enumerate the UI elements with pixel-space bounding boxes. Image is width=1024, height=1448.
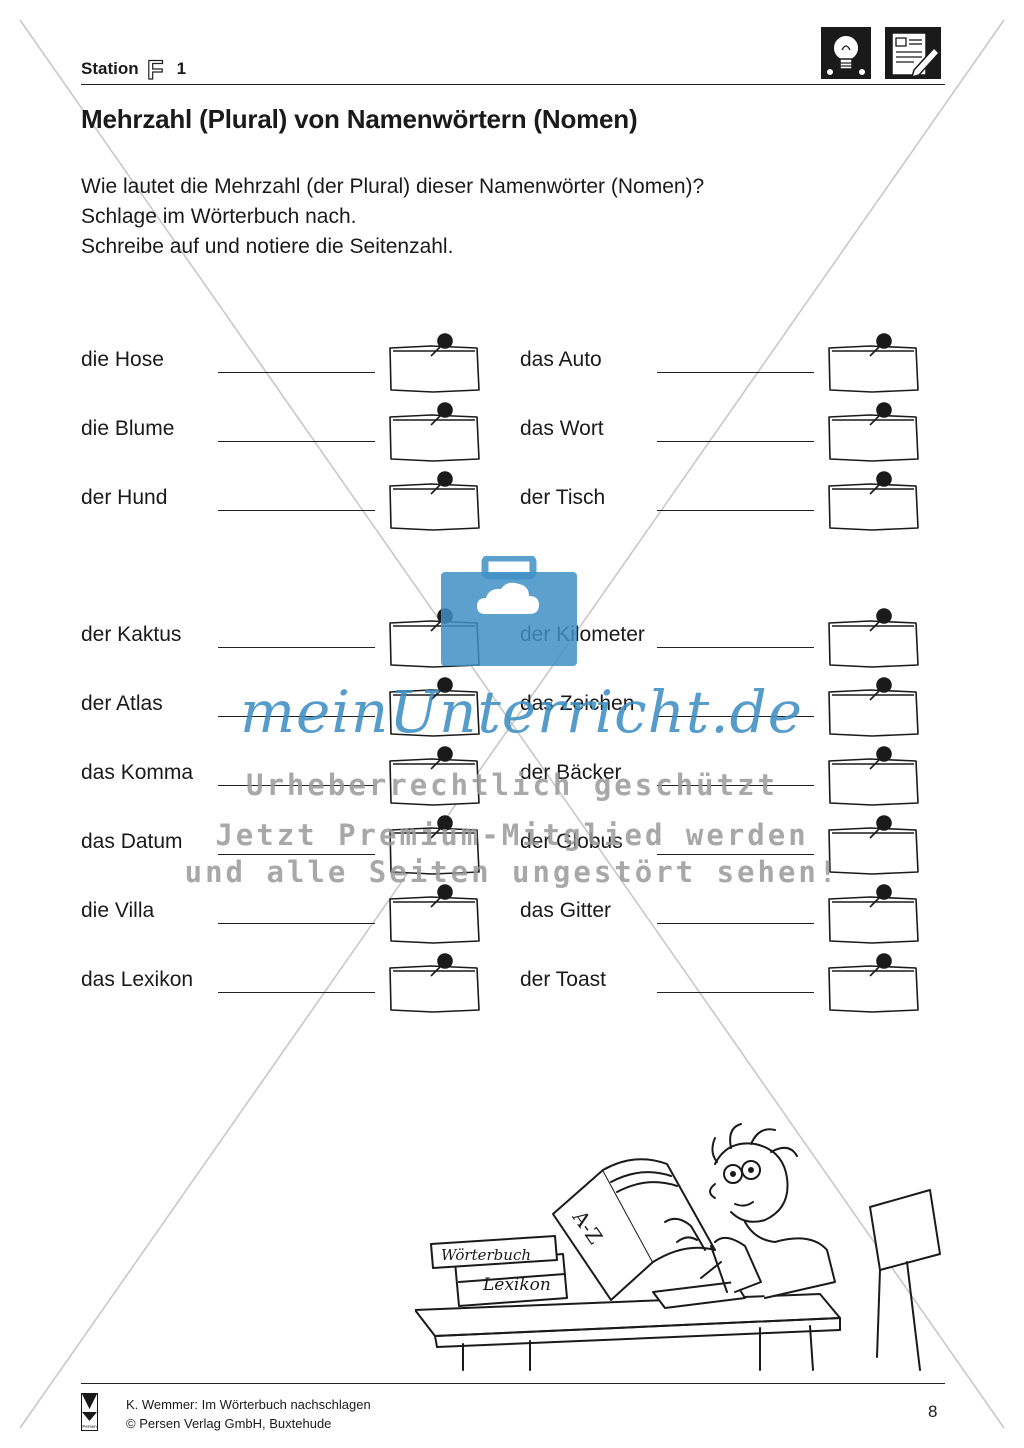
- lightbulb-icon: [821, 27, 871, 79]
- book-label-woerterbuch: Wörterbuch: [441, 1246, 531, 1264]
- noun-word: die Blume: [81, 417, 175, 440]
- station-letter: F: [147, 56, 164, 82]
- noun-word: der Hund: [81, 486, 168, 509]
- watermark-copyright: Urheberrechtlich geschützt: [246, 768, 778, 802]
- instruction-line: Schlage im Wörterbuch nach.: [81, 205, 357, 228]
- page-number-note[interactable]: [387, 332, 483, 394]
- worksheet-pencil-icon: [885, 27, 941, 79]
- noun-word: das Zeichen: [520, 692, 635, 715]
- answer-line[interactable]: [218, 441, 375, 442]
- footer-publisher: © Persen Verlag GmbH, Buxtehude: [126, 1416, 332, 1431]
- page-number-note[interactable]: [387, 676, 483, 738]
- page-number-note[interactable]: [826, 401, 922, 463]
- noun-word: das Wort: [520, 417, 604, 440]
- page-number-note[interactable]: [826, 332, 922, 394]
- answer-line[interactable]: [657, 923, 814, 924]
- watermark-brand: meinUnterricht.de: [240, 678, 804, 746]
- logo-text: Persen: [82, 1424, 97, 1429]
- instructions: Wie lautet die Mehrzahl (der Plural) die…: [81, 172, 704, 262]
- answer-line[interactable]: [218, 510, 375, 511]
- page-number-note[interactable]: [826, 607, 922, 669]
- footer-credits: K. Wemmer: Im Wörterbuch nachschlagen © …: [126, 1395, 371, 1433]
- noun-word: der Tisch: [520, 486, 606, 509]
- answer-line[interactable]: [218, 716, 375, 717]
- answer-line[interactable]: [657, 716, 814, 717]
- station-letter-badge: F: [146, 56, 164, 82]
- answer-line[interactable]: [657, 372, 814, 373]
- noun-word: die Hose: [81, 348, 164, 371]
- noun-word: das Datum: [81, 830, 183, 853]
- persen-logo: Persen: [81, 1393, 98, 1431]
- answer-line[interactable]: [218, 854, 375, 855]
- page-number-note[interactable]: [387, 883, 483, 945]
- answer-line[interactable]: [218, 992, 375, 993]
- word-entry: der Hund: [81, 471, 491, 544]
- page-number-note[interactable]: [826, 745, 922, 807]
- word-entry: der Toast: [520, 953, 930, 1026]
- answer-line[interactable]: [657, 647, 814, 648]
- child-dictionary-illustration: Wörterbuch Lexikon A-Z: [415, 1123, 941, 1371]
- page-number-note[interactable]: [826, 952, 922, 1014]
- word-entry: der Kaktus: [81, 608, 491, 681]
- answer-line[interactable]: [657, 510, 814, 511]
- watermark-premium-2: und alle Seiten ungestört sehen!: [184, 855, 840, 889]
- station-number: 1: [176, 59, 187, 78]
- page-number-note[interactable]: [387, 952, 483, 1014]
- word-entry: das Gitter: [520, 884, 930, 957]
- word-entry: das Auto: [520, 333, 930, 406]
- answer-line[interactable]: [657, 441, 814, 442]
- page-number-note[interactable]: [387, 814, 483, 876]
- word-entry: das Komma: [81, 746, 491, 819]
- noun-word: der Bäcker: [520, 761, 622, 784]
- page-number-note[interactable]: [387, 401, 483, 463]
- noun-word: das Auto: [520, 348, 602, 371]
- answer-line[interactable]: [218, 647, 375, 648]
- page-number-note[interactable]: [387, 745, 483, 807]
- word-entry: die Villa: [81, 884, 491, 957]
- answer-line[interactable]: [657, 785, 814, 786]
- briefcase-cloud-icon: [441, 556, 577, 666]
- page-number: 8: [928, 1402, 938, 1421]
- footer-author: K. Wemmer: Im Wörterbuch nachschlagen: [126, 1397, 371, 1412]
- answer-line[interactable]: [218, 372, 375, 373]
- word-entry: die Hose: [81, 333, 491, 406]
- page-number-note[interactable]: [826, 814, 922, 876]
- header-icons: [820, 26, 942, 80]
- noun-word: der Globus: [520, 830, 623, 853]
- noun-word: das Komma: [81, 761, 194, 784]
- footer-rule: [81, 1383, 945, 1384]
- word-entry: die Blume: [81, 402, 491, 475]
- answer-line[interactable]: [657, 992, 814, 993]
- noun-word: das Gitter: [520, 899, 612, 922]
- noun-word: der Atlas: [81, 692, 163, 715]
- page-number-note[interactable]: [826, 883, 922, 945]
- page-number-note[interactable]: [826, 676, 922, 738]
- noun-word: der Toast: [520, 968, 606, 991]
- answer-line[interactable]: [218, 923, 375, 924]
- word-entry: der Atlas: [81, 677, 491, 750]
- header-rule: [81, 84, 945, 85]
- station-label: Station: [81, 59, 139, 78]
- word-entry: das Zeichen: [520, 677, 930, 750]
- answer-line[interactable]: [218, 785, 375, 786]
- word-entry: das Wort: [520, 402, 930, 475]
- page-number-note[interactable]: [387, 470, 483, 532]
- word-entry: der Bäcker: [520, 746, 930, 819]
- answer-line[interactable]: [657, 854, 814, 855]
- noun-word: der Kaktus: [81, 623, 182, 646]
- watermark-premium: Jetzt Premium-Mitglied werden: [215, 818, 809, 852]
- word-entry: das Datum: [81, 815, 491, 888]
- word-entry: der Globus: [520, 815, 930, 888]
- word-entry: der Kilometer: [520, 608, 930, 681]
- word-entry: das Lexikon: [81, 953, 491, 1026]
- book-label-lexikon: Lexikon: [482, 1275, 551, 1295]
- instruction-line: Schreibe auf und notiere die Seitenzahl.: [81, 235, 454, 258]
- noun-word: die Villa: [81, 899, 155, 922]
- word-entry: der Tisch: [520, 471, 930, 544]
- page-title: Mehrzahl (Plural) von Namenwörtern (Nome…: [81, 104, 638, 134]
- station-header: Station F 1: [81, 56, 186, 82]
- instruction-line: Wie lautet die Mehrzahl (der Plural) die…: [81, 175, 705, 198]
- page-number-note[interactable]: [826, 470, 922, 532]
- noun-word: das Lexikon: [81, 968, 194, 991]
